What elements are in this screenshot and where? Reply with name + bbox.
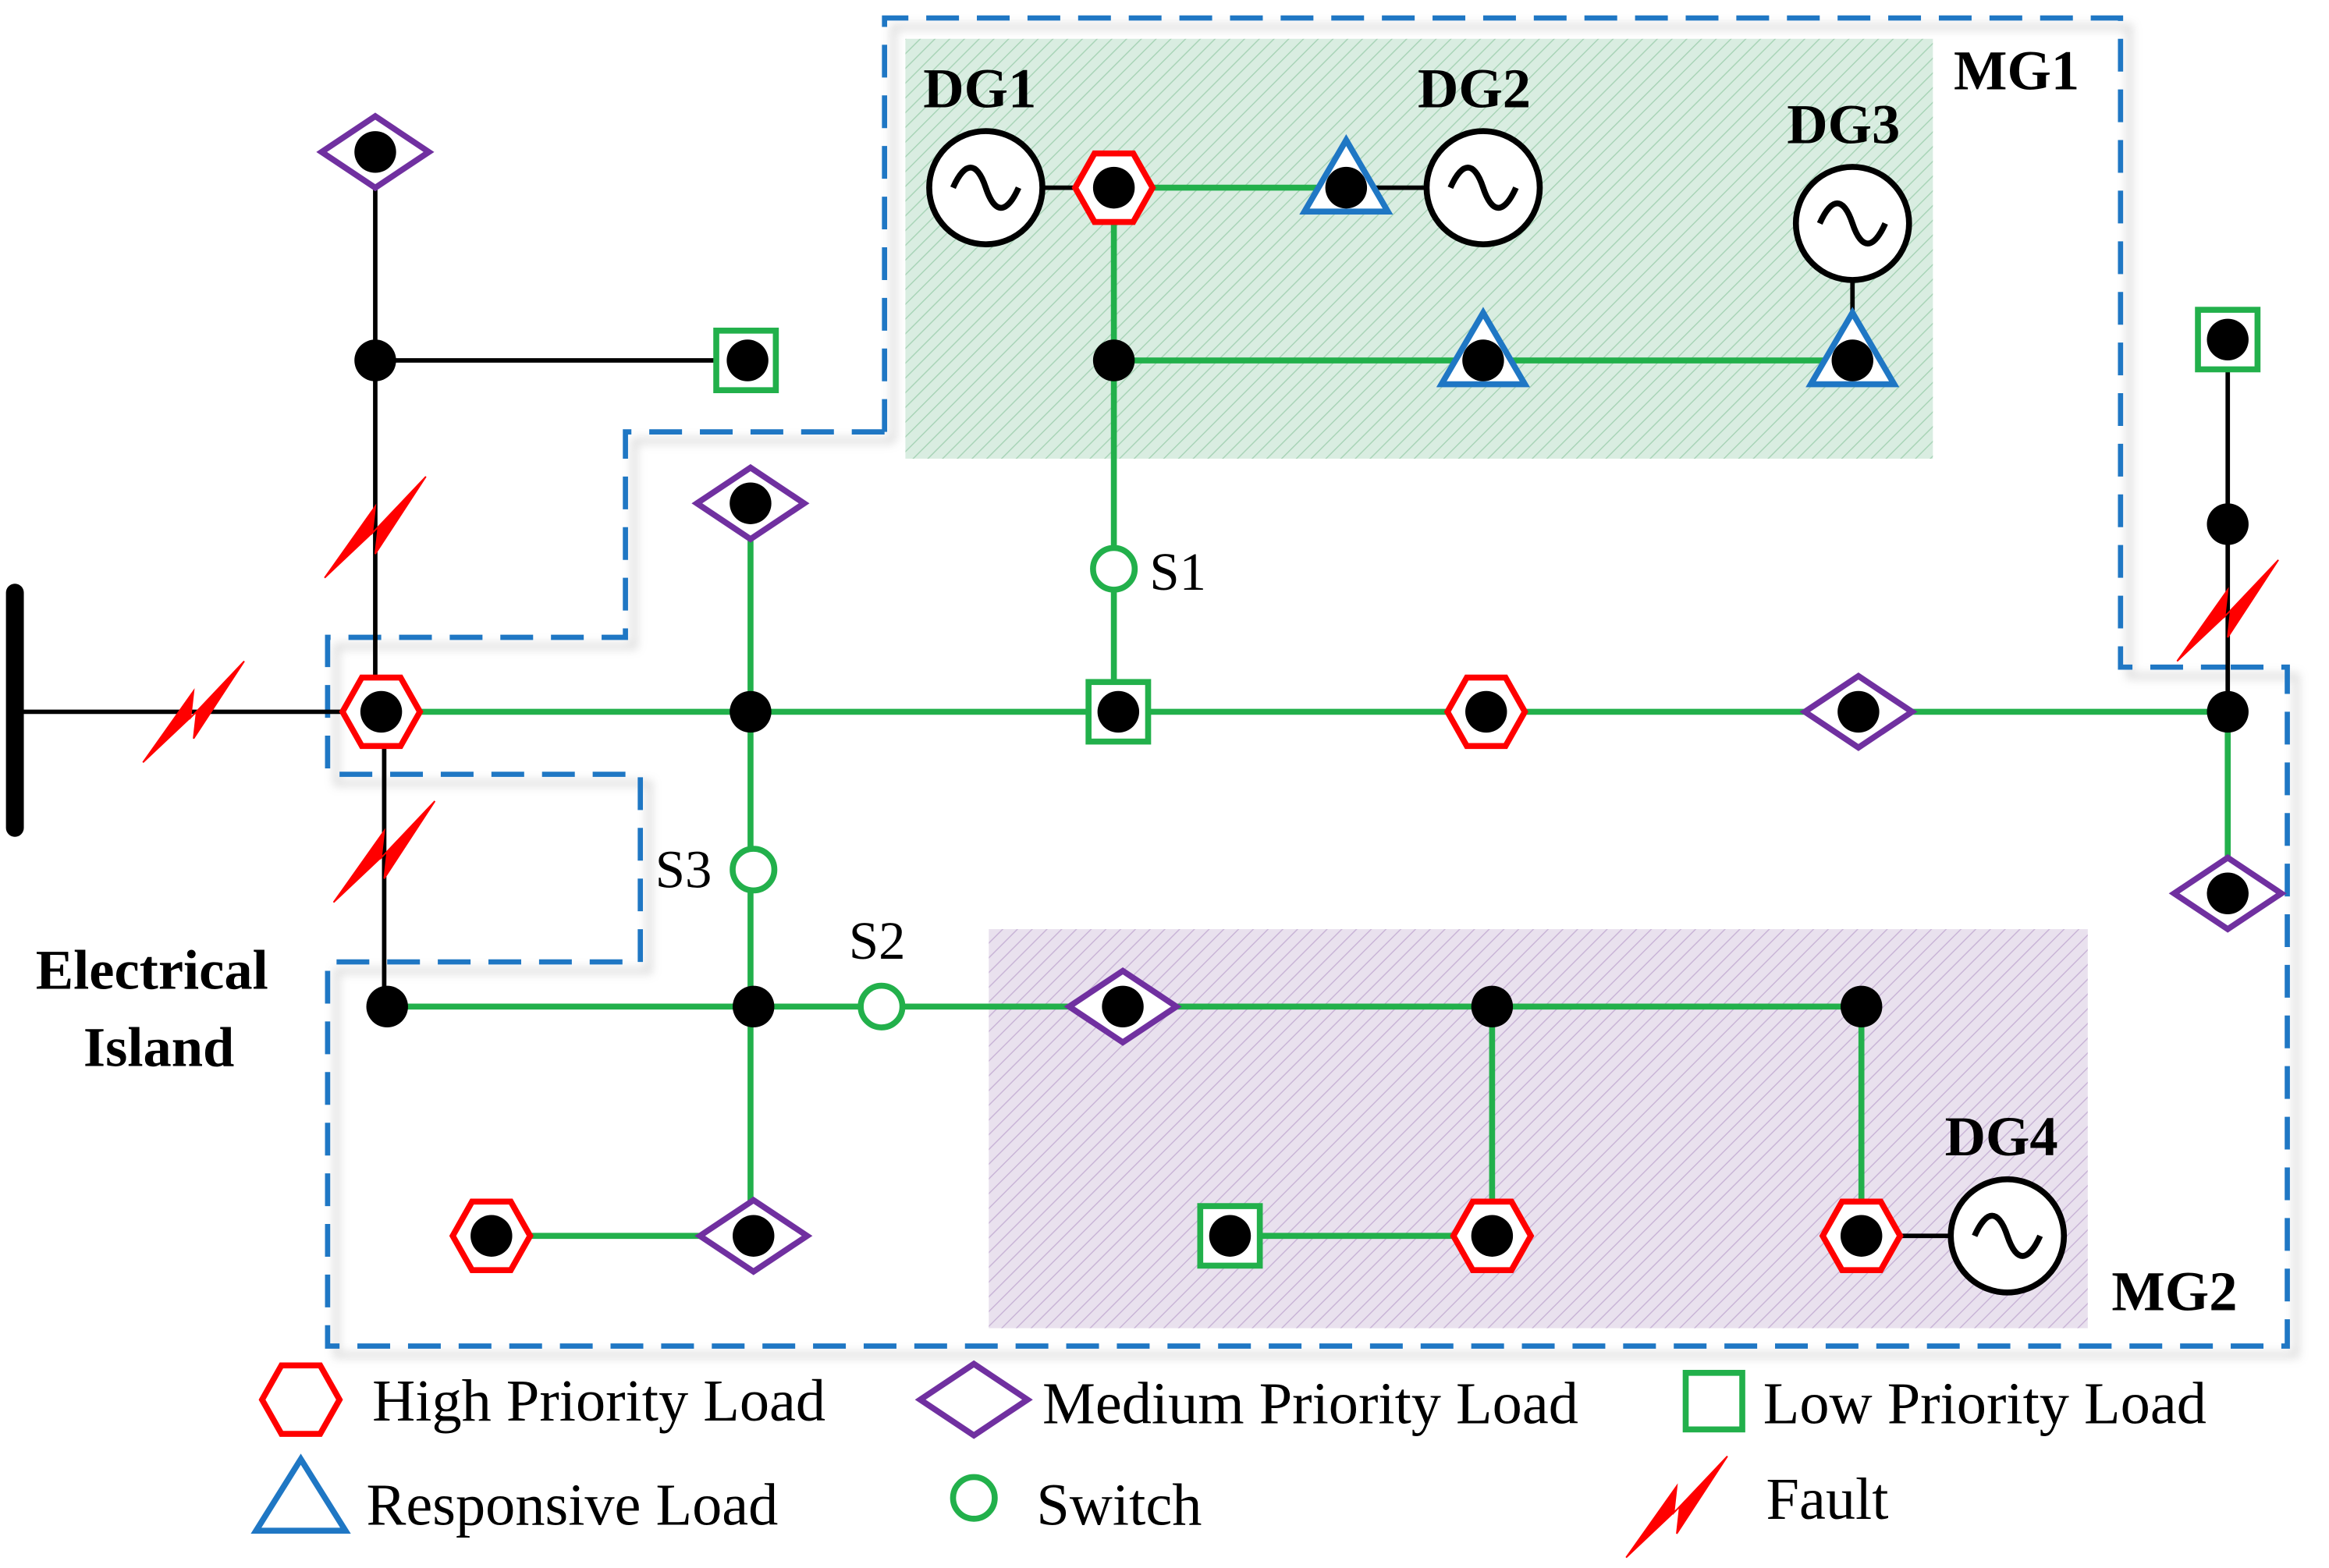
legend-low-priority-icon: [1682, 1370, 1745, 1433]
fault-symbols: [142, 476, 2279, 903]
generator-dg2: [1423, 128, 1543, 247]
mg1-shaded-area: [905, 38, 1933, 459]
legend-low-priority-label: Low Priority Load: [1763, 1371, 2207, 1437]
legend-high-priority-label: High Priority Load: [372, 1368, 825, 1434]
legend-switch-label: Switch: [1036, 1472, 1202, 1538]
legend-fault-icon: [1625, 1456, 1728, 1559]
electrical-island-label-line1: Electrical: [36, 938, 268, 1001]
generator-dg4: [1947, 1176, 2068, 1296]
fault-icon: [324, 476, 427, 579]
switch-s2-icon: [857, 982, 906, 1031]
bus-nodes: [354, 131, 2249, 1257]
fault-icon: [142, 660, 245, 764]
legend-high-priority-icon: [258, 1362, 343, 1437]
mg1-label: MG1: [1954, 39, 2079, 102]
switch-s3-label: S3: [655, 840, 712, 899]
fault-icon: [332, 800, 436, 903]
dg2-label: DG2: [1418, 57, 1531, 120]
legend-medium-priority-label: Medium Priority Load: [1042, 1371, 1578, 1437]
switches: [730, 545, 1138, 1031]
switch-s1-icon: [1090, 545, 1138, 593]
legend-medium-priority-icon: [914, 1360, 1033, 1439]
legend-fault-label: Fault: [1766, 1466, 1889, 1532]
generator-dg3: [1792, 164, 1912, 283]
mg1-boundary-left: [325, 429, 2290, 1349]
mg2-label: MG2: [2111, 1260, 2237, 1323]
dg3-label: DG3: [1787, 92, 1900, 155]
switch-s3-icon: [730, 846, 778, 894]
switch-s1-label: S1: [1149, 542, 1206, 601]
legend-responsive-label: Responsive Load: [367, 1472, 779, 1538]
electrical-island-label-line2: Island: [83, 1016, 235, 1079]
mg1-boundary: [882, 15, 2228, 670]
legend: High Priority Load Medium Priority Load …: [250, 1360, 2207, 1559]
switch-s2-label: S2: [849, 911, 906, 970]
boundary-shadows: [333, 23, 2299, 1358]
dg4-label: DG4: [1945, 1105, 2058, 1168]
legend-responsive-icon: [250, 1453, 351, 1534]
legend-switch-icon: [950, 1474, 998, 1522]
dg1-label: DG1: [923, 57, 1036, 120]
generator-dg1: [926, 128, 1046, 247]
fault-icon: [2176, 559, 2279, 662]
mg2-shaded-area: [989, 929, 2088, 1329]
